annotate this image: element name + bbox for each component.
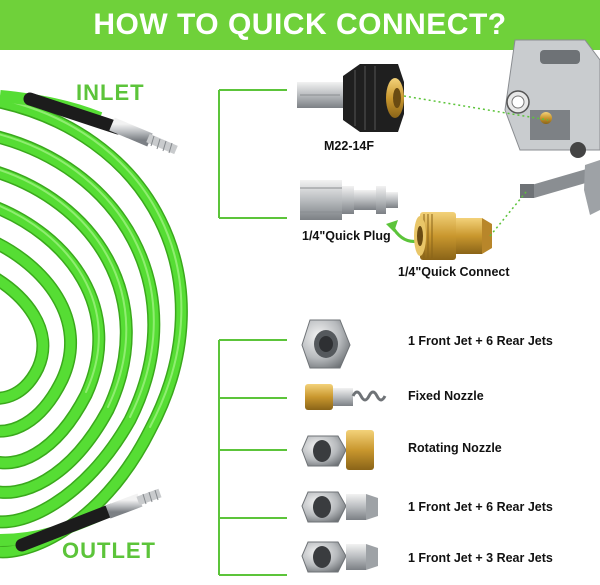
quick-plug-fitting: [300, 180, 398, 220]
fixed-nozzle-icon: [305, 384, 387, 410]
quick-connect-fitting: [414, 212, 492, 260]
inlet-bracket: [218, 89, 287, 219]
nozzle-1-front-6-rear-icon: [301, 319, 351, 369]
outlet-part-label-5: 1 Front Jet + 3 Rear Jets: [408, 551, 553, 565]
pressure-washer-icon: [504, 39, 600, 158]
spray-gun-icon: [520, 160, 600, 215]
banner-title: HOW TO QUICK CONNECT?: [93, 8, 507, 41]
outlet-label: OUTLET: [62, 538, 156, 563]
connection-dots: [403, 95, 549, 237]
nozzle-1-front-6-rear-icon-2: [301, 491, 378, 523]
outlet-bracket: [218, 339, 287, 576]
inlet-label: INLET: [76, 80, 145, 105]
m22-14f-label: M22-14F: [324, 139, 375, 153]
title-banner: HOW TO QUICK CONNECT?: [0, 0, 600, 50]
outlet-part-label-4: 1 Front Jet + 6 Rear Jets: [408, 500, 553, 514]
outlet-hose-end: [0, 488, 162, 552]
quick-plug-label: 1/4"Quick Plug: [302, 229, 391, 243]
outlet-part-label-2: Fixed Nozzle: [408, 389, 484, 403]
outlet-part-label-1: 1 Front Jet + 6 Rear Jets: [408, 334, 553, 348]
nozzle-1-front-3-rear-icon: [301, 541, 378, 573]
quick-connect-label: 1/4"Quick Connect: [398, 265, 510, 279]
outlet-part-label-3: Rotating Nozzle: [408, 441, 502, 455]
inlet-hose-end: [0, 90, 178, 155]
hose-coil: [0, 95, 188, 559]
rotating-nozzle-icon: [301, 430, 374, 470]
m22-14f-fitting: [297, 64, 404, 132]
